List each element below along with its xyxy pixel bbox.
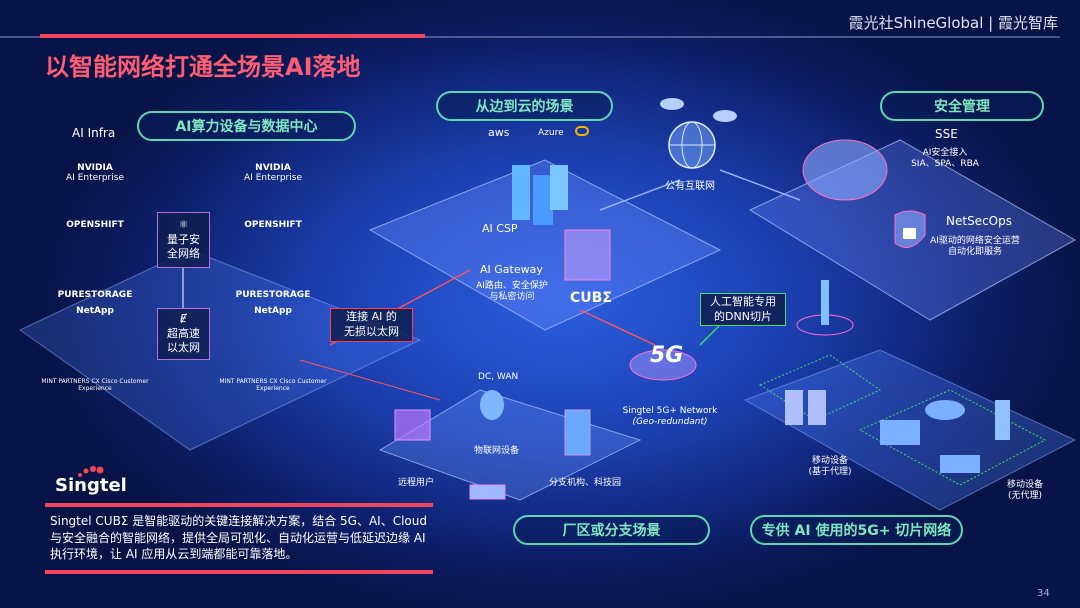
purestorage-logo: PURESTORAGE	[235, 290, 311, 300]
openshift-logo: OPENSHIFT	[66, 220, 124, 230]
brand-header: 霞光社ShineGlobal | 霞光智库	[848, 14, 1058, 32]
azure-logo: Azure	[538, 128, 564, 138]
nvidia-sub: AI Enterprise	[244, 173, 302, 183]
ai-infra-label: AI Infra	[72, 126, 116, 140]
section-edge-cloud: 从边到云的场景	[436, 91, 613, 121]
gateway-desc: AI路由、安全保护与私密访问	[476, 281, 548, 303]
internet-label: 公有互联网	[665, 181, 715, 192]
dnn-slice-box: 人工智能专用的DNN切片	[700, 293, 786, 326]
openshift-logo: OPENSHIFT	[244, 220, 302, 230]
section-security: 安全管理	[880, 91, 1044, 121]
agent-device-label: 移动设备(基于代理)	[808, 456, 852, 478]
quantum-label: 量子安全网络	[167, 232, 200, 261]
ai-gateway-label: AI Gateway	[480, 263, 543, 276]
mint-logo: MINT PARTNERS	[41, 378, 90, 385]
ethernet-icon: Ɇ	[180, 311, 187, 325]
cube-icon	[564, 229, 611, 281]
remote-user-label: 远程用户	[398, 478, 435, 488]
nvidia-sub: AI Enterprise	[66, 173, 124, 183]
5g-logo: 5G	[650, 343, 684, 368]
netsecops-desc: AI驱动的网络安全运营自动化即服务	[930, 236, 1020, 258]
page-title: 以智能网络打通全场景AI落地	[45, 53, 361, 81]
section-datacenter: AI算力设备与数据中心	[137, 111, 356, 141]
lossless-ethernet-box: 连接 AI 的无损以太网	[330, 308, 413, 342]
section-slice: 专供 AI 使用的5G+ 切片网络	[750, 515, 963, 545]
cisco-logo: CX Cisco Customer Experience	[256, 378, 327, 392]
description-text: Singtel CUBΣ 是智能驱动的关键连接解决方案，结合 5G、AI、Clo…	[50, 514, 427, 561]
netapp-logo: NetApp	[254, 306, 292, 316]
cisco-logo: CX Cisco Customer Experience	[78, 378, 149, 392]
5g-network-label: Singtel 5G+ Network(Geo-redundant)	[622, 406, 718, 428]
cube-logo: CUBΣ	[570, 290, 612, 306]
google-cloud-icon	[575, 126, 589, 136]
netsecops-label: NetSecOps	[946, 214, 1012, 228]
quantum-network-box: ⚛量子安全网络	[157, 212, 210, 268]
agentless-device-label: 移动设备(无代理)	[1006, 480, 1043, 502]
section-branch: 厂区或分支场景	[513, 515, 710, 545]
page-number: 34	[1037, 588, 1050, 599]
dc-wan-label: DC, WAN	[478, 372, 519, 382]
atom-icon: ⚛	[178, 217, 189, 231]
nvidia-logo: NVIDIA	[255, 163, 291, 173]
campus-label: 分支机构、科技园	[549, 478, 622, 488]
mint-logo: MINT PARTNERS	[219, 378, 268, 385]
aws-logo: aws	[488, 126, 510, 139]
sse-label: SSE	[935, 127, 958, 141]
ai-csp-label: AI CSP	[482, 222, 518, 235]
nvidia-logo: NVIDIA	[77, 163, 113, 173]
singtel-logo: Singtel	[55, 475, 127, 496]
ethernet-label: 超高速以太网	[167, 326, 200, 355]
purestorage-logo: PURESTORAGE	[57, 290, 133, 300]
iot-label: 物联网设备	[474, 446, 520, 456]
netapp-logo: NetApp	[76, 306, 114, 316]
